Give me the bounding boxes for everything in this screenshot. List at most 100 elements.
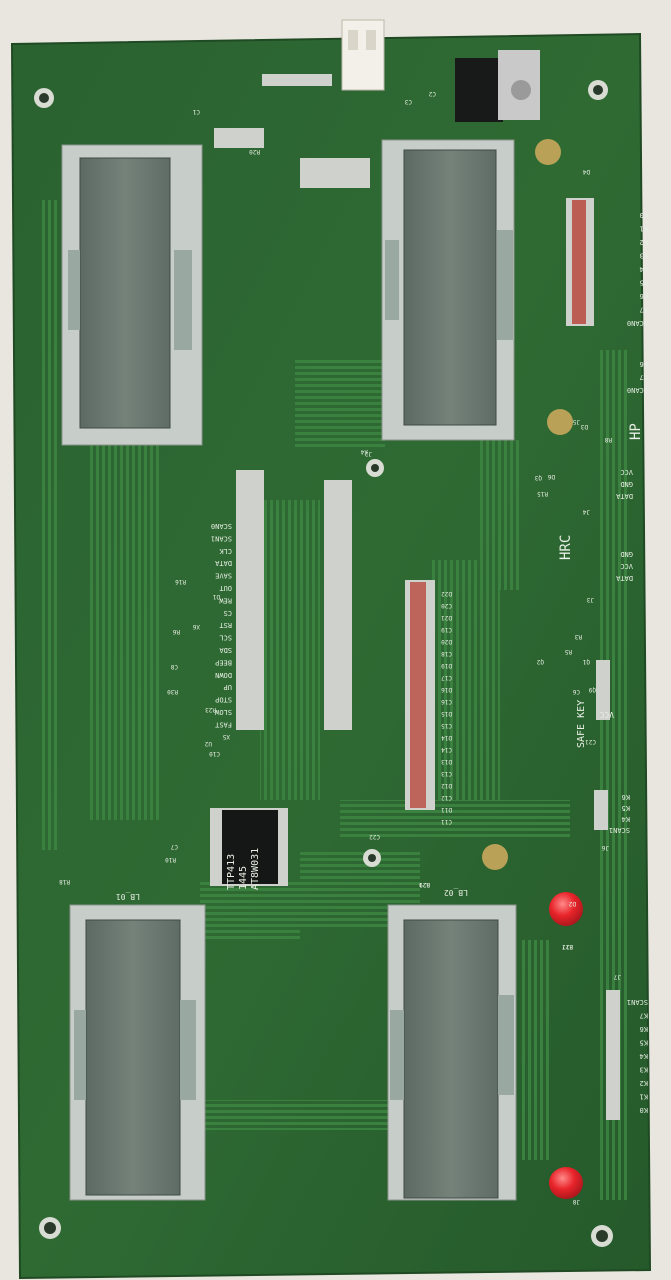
pin-label: SCAN0 xyxy=(627,319,648,327)
diode-ref: D12 xyxy=(441,782,452,789)
pin-label: K5 xyxy=(640,1039,648,1047)
cap-ref: C17 xyxy=(441,674,452,681)
pin-label: K7 xyxy=(640,373,648,381)
pin-label: UP xyxy=(224,683,232,691)
pin-label: SCAN1 xyxy=(211,534,232,542)
diode-ref: D16 xyxy=(441,686,452,693)
power-connector xyxy=(341,19,385,91)
pin-label: CLK xyxy=(219,547,232,555)
pin-label: DATA xyxy=(615,574,633,582)
lcd-module-bottom-right xyxy=(387,904,517,1201)
pin-label: K7 xyxy=(640,1012,648,1020)
pin-label: K6 xyxy=(622,793,630,801)
component-ref: D3 xyxy=(580,423,588,430)
component-ref: X4 xyxy=(360,448,368,455)
component-ref: C21 xyxy=(585,738,596,745)
component-ref: D4 xyxy=(582,168,590,175)
lcd-label-2: LB_02 xyxy=(444,888,468,897)
vcc-label: VCC xyxy=(599,710,614,719)
component-ref: J2 xyxy=(364,450,372,457)
cap-ref: C13 xyxy=(441,770,452,777)
cap-ref: C19 xyxy=(441,626,452,633)
component-ref: C10 xyxy=(209,750,220,757)
pin-label: K2 xyxy=(640,238,648,246)
ic-marking-line1: TTP413 xyxy=(226,854,237,890)
lcd-module-top-right xyxy=(381,139,515,441)
component-ref: B21 xyxy=(419,881,430,888)
component-ref: J3 xyxy=(586,596,594,603)
component-ref: R6 xyxy=(172,628,180,635)
pin-label: K5 xyxy=(622,804,630,812)
pin-label: K5 xyxy=(640,279,648,287)
component-ref: D1 xyxy=(212,593,220,600)
component-ref: R8 xyxy=(604,436,612,443)
component-ref: J8 xyxy=(572,1198,580,1205)
component-ref: Q1 xyxy=(582,658,590,665)
pin-label: FAST xyxy=(214,720,232,728)
pin-label: SCAN1 xyxy=(627,998,648,1006)
voltage-regulator xyxy=(455,50,540,122)
cap-ref: C12 xyxy=(441,794,452,801)
pin-label: K4 xyxy=(640,1052,648,1060)
pin-label: SDA xyxy=(219,646,232,654)
pin-label: SCL xyxy=(219,634,232,642)
lcd-module-top-left xyxy=(61,144,203,446)
lcd-module-bottom-left xyxy=(69,904,206,1201)
silkscreen-lcd-labels: LB_01 LB_02 xyxy=(116,888,468,901)
pin-label: K4 xyxy=(640,265,648,273)
diode-array-top xyxy=(566,198,594,326)
pin-label: K4 xyxy=(622,815,630,823)
pin-labels-right-power2: GND VCC DATA xyxy=(615,550,633,582)
cap-ref: C15 xyxy=(441,722,452,729)
pin-label: K3 xyxy=(640,252,648,260)
component-ref: Q2 xyxy=(536,658,544,665)
cap-ref: C11 xyxy=(441,818,452,825)
component-ref: R15 xyxy=(537,490,548,497)
diode-ref: D20 xyxy=(441,638,452,645)
pin-label: SCAN1 xyxy=(609,826,630,834)
component-ref: C7 xyxy=(170,843,178,850)
diode-array-mid xyxy=(405,580,435,810)
component-ref: X5 xyxy=(222,733,230,740)
pin-label: DOWN xyxy=(215,671,232,679)
ic-marking-line2: 1445 xyxy=(238,866,249,890)
led-red-lower xyxy=(549,1167,583,1199)
diode-ref: D11 xyxy=(441,806,452,813)
pin-label: DATA xyxy=(615,492,633,500)
component-ref: J7 xyxy=(613,973,621,980)
pin-label: GND xyxy=(620,480,633,488)
pin-label: K6 xyxy=(640,360,648,368)
component-ref: C2 xyxy=(428,90,436,97)
trace-bundles xyxy=(40,200,630,1200)
diode-ref: D21 xyxy=(441,614,452,621)
diode-ref: D14 xyxy=(441,734,452,741)
pin-label: BEEP xyxy=(215,658,232,666)
cap-ref: C18 xyxy=(441,650,452,657)
ic-marking-line3: AT8W031 xyxy=(250,848,261,890)
pin-label: SLOW xyxy=(214,708,232,716)
component-ref: R10 xyxy=(165,856,176,863)
cap-ref: C20 xyxy=(441,602,452,609)
led-red-upper xyxy=(549,892,583,926)
pin-label: VCC xyxy=(620,562,633,570)
component-ref: R17 xyxy=(562,943,573,950)
diode-ref: D13 xyxy=(441,758,452,765)
component-ref: R20 xyxy=(249,148,260,155)
main-ic xyxy=(210,808,288,886)
pin-label: REW xyxy=(219,596,232,604)
component-ref: R5 xyxy=(564,648,572,655)
pin-label: SCAN0 xyxy=(211,522,232,530)
mounting-holes xyxy=(34,80,613,1247)
pin-label: K2 xyxy=(640,1079,648,1087)
component-ref: C3 xyxy=(404,98,412,105)
pin-label: GND xyxy=(620,550,633,558)
component-ref: J6 xyxy=(601,844,609,851)
pin-label: DATA xyxy=(214,559,232,567)
component-ref: E21 xyxy=(562,943,573,950)
